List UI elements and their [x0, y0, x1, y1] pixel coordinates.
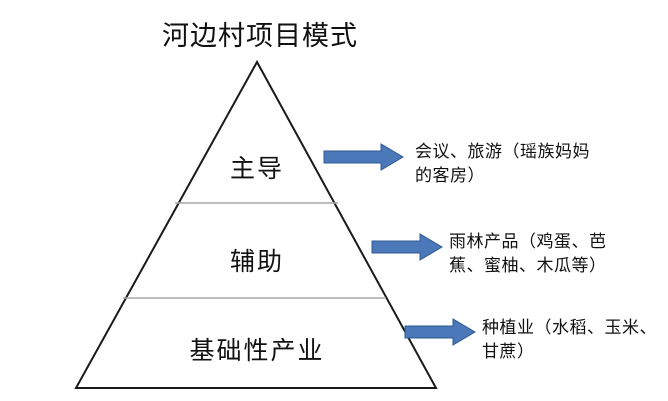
- pyramid-outline: [74, 59, 438, 389]
- tier-label-lead: 主导: [229, 154, 284, 183]
- tier-note-line: 甘蔗）: [482, 342, 535, 362]
- diagram-title: 河边村项目模式: [162, 21, 358, 52]
- tier-note-lead: 会议、旅游（瑶族妈妈 的客房）: [415, 140, 590, 188]
- tier-note-base: 种植业（水稻、玉米、 甘蔗）: [482, 316, 657, 364]
- tier-note-support: 雨林产品（鸡蛋、芭 蕉、蜜柚、木瓜等）: [449, 230, 607, 278]
- tier-note-line: 蕉、蜜柚、木瓜等）: [449, 256, 607, 276]
- tier-label-support: 辅助: [229, 247, 284, 276]
- arrow-right-icon: [404, 318, 476, 346]
- tier-note-line: 种植业（水稻、玉米、: [482, 318, 657, 338]
- arrow-right-icon: [323, 143, 404, 171]
- tier-note-line: 雨林产品（鸡蛋、芭: [449, 232, 607, 252]
- tier-note-line: 会议、旅游（瑶族妈妈: [415, 142, 590, 162]
- tier-note-line: 的客房）: [415, 166, 485, 186]
- tier-label-base: 基础性产业: [189, 336, 325, 365]
- arrow-right-icon: [371, 233, 443, 261]
